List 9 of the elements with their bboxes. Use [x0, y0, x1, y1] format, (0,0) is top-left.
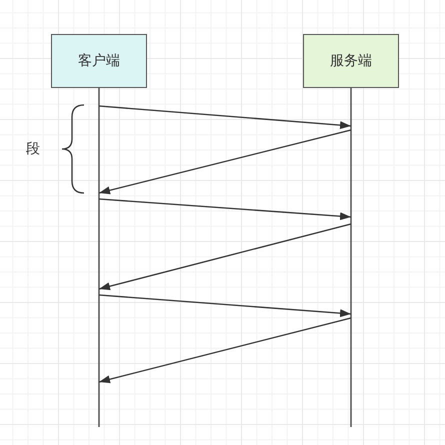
message-arrow: [98, 223, 352, 290]
participant-name: 服务端: [330, 52, 372, 70]
message-arrow: [98, 105, 352, 130]
message-arrow: [98, 198, 352, 220]
participant-name: 客户端: [78, 52, 120, 70]
message-arrow: [98, 317, 352, 384]
message-arrow: [98, 129, 352, 194]
message-arrow: [98, 294, 352, 318]
segment-label: 段: [26, 140, 40, 158]
